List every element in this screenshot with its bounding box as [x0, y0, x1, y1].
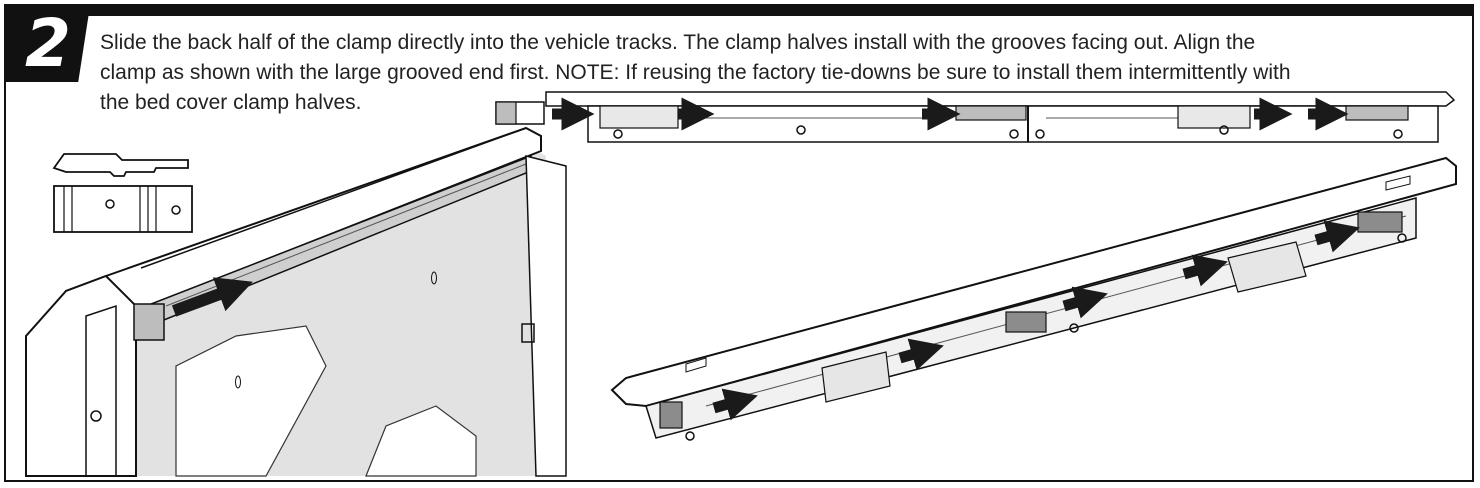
insert-arrow-icon [171, 277, 253, 317]
instruction-text: Slide the back half of the clamp directl… [100, 28, 1460, 118]
insert-arrow-icon [1182, 254, 1228, 287]
clamp-detail [52, 153, 193, 233]
step-number-badge: 2 [6, 6, 90, 82]
top-rail-diagram [495, 91, 1456, 143]
top-rule [6, 6, 1472, 16]
truck-bed-illustration [25, 126, 567, 477]
instruction-line: clamp as shown with the large grooved en… [100, 61, 1291, 84]
clamp-half [1005, 311, 1047, 333]
insert-arrow-icon [898, 338, 944, 371]
instruction-line: Slide the back half of the clamp directl… [100, 31, 1256, 54]
clamp-face-icon [53, 185, 193, 233]
clamp-half [1357, 211, 1403, 233]
clamp-half [133, 303, 165, 341]
clamp-half [495, 101, 517, 125]
insert-arrow-icon [1314, 220, 1360, 253]
clamp-profile-icon [52, 153, 189, 177]
perspective-rail-diagram [610, 156, 1457, 441]
instruction-line: the bed cover clamp halves. [100, 91, 362, 114]
clamp-half [659, 401, 683, 429]
insert-arrow-icon [712, 388, 758, 421]
installation-illustration [25, 91, 1457, 477]
insert-arrow-icon [1062, 286, 1108, 319]
instruction-panel: 2 Slide the back half of the clamp direc… [4, 4, 1474, 482]
